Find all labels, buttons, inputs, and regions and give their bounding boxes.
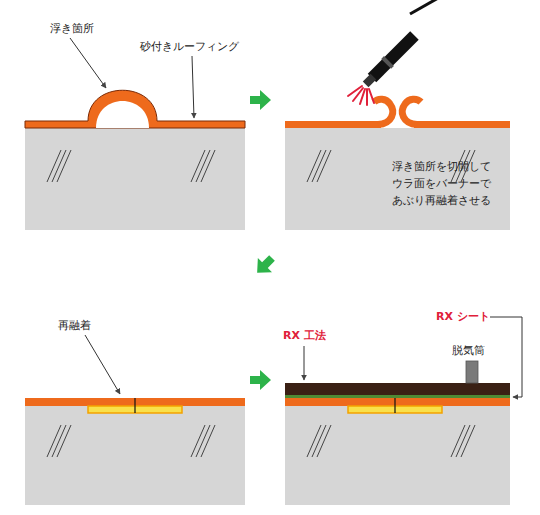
hatch-stroke xyxy=(201,150,215,182)
part-label: 再融着 xyxy=(58,319,91,333)
method-label: RX 工法 xyxy=(283,329,326,343)
panel-cut xyxy=(285,0,510,230)
part-label: 脱気筒 xyxy=(452,344,485,358)
hatch-stroke xyxy=(201,425,215,457)
step-arrow xyxy=(250,90,279,390)
hatch-stroke xyxy=(461,425,475,457)
sheet-label: RX シート xyxy=(436,310,490,324)
panel-rx xyxy=(285,361,510,505)
part-label: 砂付きルーフィング xyxy=(140,40,239,54)
leader-line xyxy=(70,38,522,397)
hatch-stroke xyxy=(57,425,71,457)
hatch-stroke xyxy=(57,150,71,182)
panel-bulge xyxy=(25,90,245,230)
hatch-stroke xyxy=(317,425,331,457)
part-label: 浮き箇所 xyxy=(50,22,94,36)
hatch-stroke xyxy=(317,150,331,182)
panel-refused xyxy=(25,398,245,505)
step-note: 浮き箇所を切開して ウラ面をバーナーで あぶり再融着させる xyxy=(392,158,500,209)
